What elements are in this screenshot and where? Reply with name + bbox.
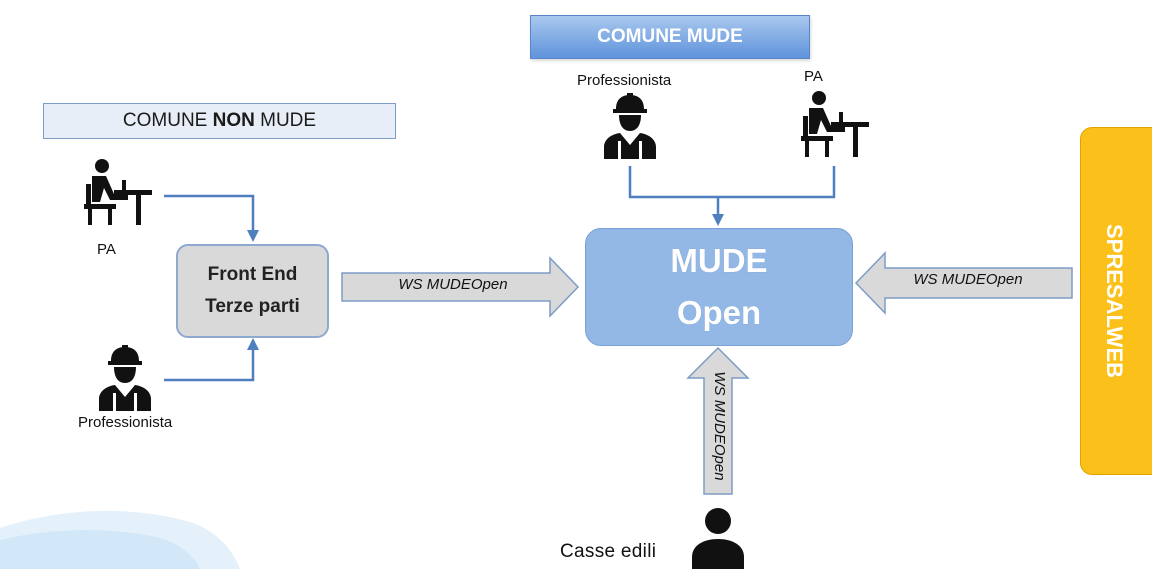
prof-to-frontend-line [164,348,255,382]
top-worker-icon [604,93,656,159]
comune-non-mude-header: COMUNE NON MUDE [43,103,396,139]
spresalweb-box [1080,127,1152,475]
ws-left-label: WS MUDEOpen [398,276,508,293]
spresalweb-label: SPRESALWEB [1102,223,1127,379]
ws-arrow-left [341,256,580,318]
mude-open-box: MUDE Open [585,228,853,346]
ws-arrow-right [854,251,1073,315]
top-arrowhead [712,214,724,226]
casse-edili-label: Casse edili [560,541,657,562]
comune-non-mude-prefix: COMUNE [122,110,213,131]
mude-line2: Open [676,294,762,331]
top-pa-label: PA [804,68,823,85]
casse-edili-person-icon [692,508,744,569]
comune-non-mude-suffix: MUDE [254,110,317,131]
pa-to-frontend-line [164,194,255,232]
front-end-terze-parti-box: Front End Terze parti [176,244,329,338]
left-worker-icon [99,345,151,411]
mude-line1: MUDE [670,242,768,279]
comune-non-mude-bold: NON [212,110,255,131]
top-pa-desk-icon [801,91,869,157]
ws-bottom-label: WS MUDEOpen [711,371,728,481]
prof-arrowhead [247,338,259,350]
comune-mude-header: COMUNE MUDE [530,15,810,59]
front-end-line2: Terze parti [205,296,300,317]
pa-arrowhead [247,230,259,242]
ws-right-label: WS MUDEOpen [913,271,1023,288]
comune-mude-title: COMUNE MUDE [597,26,743,47]
top-connector [628,166,836,199]
left-pa-label: PA [97,241,116,258]
left-professionista-label: Professionista [78,414,173,431]
top-professionista-label: Professionista [577,72,672,89]
ws-arrow-bottom [686,346,750,495]
front-end-line1: Front End [207,264,298,285]
left-pa-desk-icon [84,159,152,225]
